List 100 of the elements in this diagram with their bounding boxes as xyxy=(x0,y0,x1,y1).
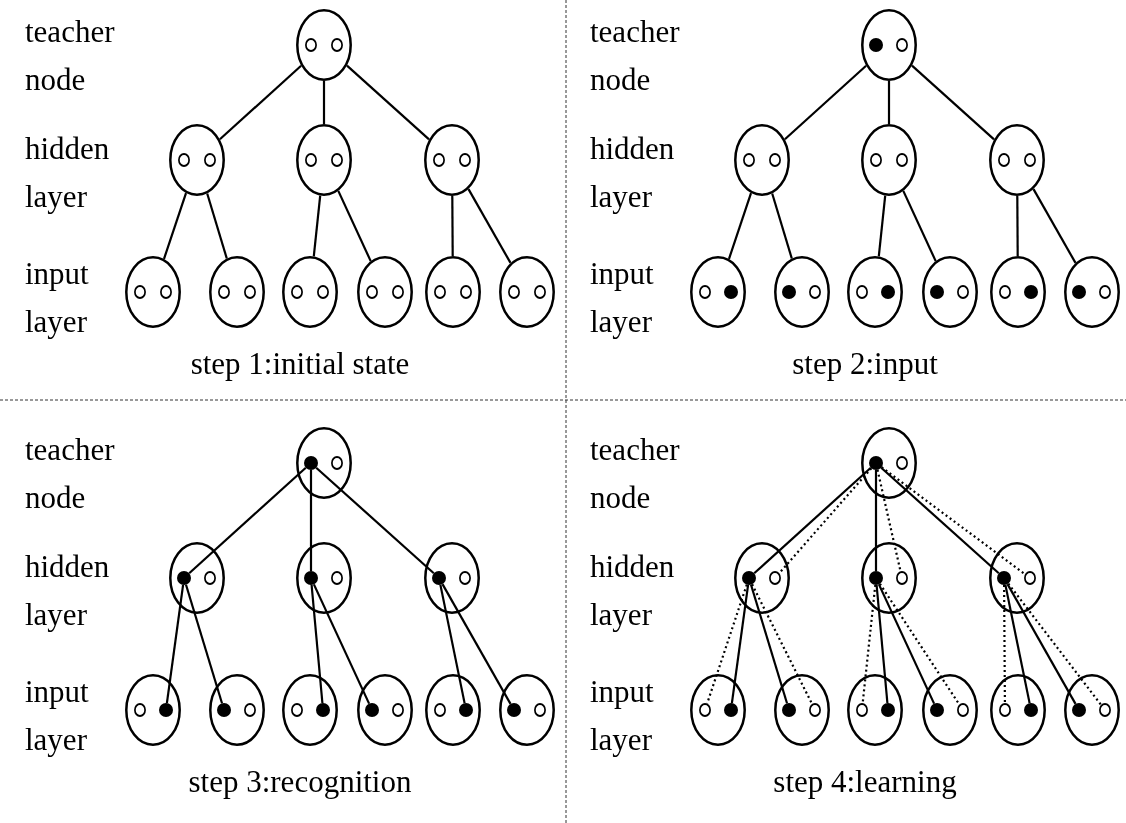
unit-ellipse xyxy=(1064,256,1120,328)
empty-circle xyxy=(134,703,146,717)
unit-ellipse xyxy=(990,256,1046,328)
filled-dot xyxy=(177,571,191,585)
filled-dot xyxy=(316,703,330,717)
empty-circle xyxy=(856,703,868,717)
empty-circle xyxy=(699,285,711,299)
dotted-line xyxy=(879,583,960,705)
filled-dot xyxy=(1072,285,1086,299)
unit-ellipse xyxy=(690,674,746,746)
empty-circle xyxy=(809,285,821,299)
filled-dot xyxy=(365,703,379,717)
unit-ellipse xyxy=(357,674,413,746)
empty-circle xyxy=(134,285,146,299)
layer-label: hidden layer xyxy=(25,548,111,634)
connection-line xyxy=(162,192,188,260)
unit-ellipse xyxy=(499,256,555,328)
empty-circle xyxy=(999,703,1011,717)
dotted-line xyxy=(861,584,877,704)
empty-circle xyxy=(434,285,446,299)
filled-dot xyxy=(881,285,895,299)
unit-ellipse xyxy=(282,674,338,746)
connection-line xyxy=(451,196,454,256)
unit-ellipse xyxy=(357,256,413,328)
connection-line xyxy=(346,64,430,141)
dotted-line xyxy=(1007,582,1102,706)
filled-dot xyxy=(742,571,756,585)
empty-circle xyxy=(291,703,303,717)
empty-circle xyxy=(392,285,404,299)
empty-circle xyxy=(305,38,317,52)
layer-label: teacher node xyxy=(590,431,681,517)
unit-ellipse xyxy=(125,256,181,328)
unit-ellipse xyxy=(425,674,481,746)
filled-dot xyxy=(304,571,318,585)
empty-circle xyxy=(434,703,446,717)
unit-ellipse xyxy=(847,256,903,328)
connection-line xyxy=(310,584,324,704)
layer-label: hidden layer xyxy=(25,130,111,216)
empty-circle xyxy=(699,703,711,717)
unit-ellipse xyxy=(296,427,352,499)
unit-ellipse xyxy=(861,124,917,196)
unit-ellipse xyxy=(296,542,352,614)
filled-dot xyxy=(507,703,521,717)
unit-ellipse xyxy=(861,9,917,81)
connection-line xyxy=(439,584,466,704)
empty-circle xyxy=(178,153,190,167)
connection-line xyxy=(877,195,887,257)
layer-label: input layer xyxy=(590,255,655,341)
empty-circle xyxy=(218,285,230,299)
empty-circle xyxy=(743,153,755,167)
step-caption: step 1:initial state xyxy=(189,345,411,383)
unit-ellipse xyxy=(296,9,352,81)
filled-dot xyxy=(724,703,738,717)
unit-ellipse xyxy=(922,674,978,746)
connection-line xyxy=(875,584,889,704)
filled-dot xyxy=(997,571,1011,585)
empty-circle xyxy=(366,285,378,299)
connection-line xyxy=(753,466,872,575)
dotted-line xyxy=(876,469,902,572)
empty-circle xyxy=(896,153,908,167)
dotted-line xyxy=(1003,585,1006,703)
unit-ellipse xyxy=(734,542,790,614)
connection-line xyxy=(902,190,937,262)
empty-circle xyxy=(896,456,908,470)
empty-circle xyxy=(1024,571,1036,585)
empty-circle xyxy=(204,153,216,167)
filled-dot xyxy=(1024,703,1038,717)
layer-label: teacher node xyxy=(25,431,116,517)
step-caption: step 4:learning xyxy=(772,763,958,801)
unit-ellipse xyxy=(209,256,265,328)
layer-label: input layer xyxy=(25,255,90,341)
connection-line xyxy=(874,470,878,571)
connection-line xyxy=(887,81,891,124)
empty-circle xyxy=(769,571,781,585)
empty-circle xyxy=(317,285,329,299)
empty-circle xyxy=(204,571,216,585)
step-caption: step 2:input xyxy=(791,345,939,383)
connection-line xyxy=(771,193,793,259)
connection-line xyxy=(206,193,228,259)
connection-line xyxy=(322,81,326,124)
unit-ellipse xyxy=(847,674,903,746)
layer-label: input layer xyxy=(590,673,655,759)
filled-dot xyxy=(159,703,173,717)
filled-dot xyxy=(930,285,944,299)
connection-line xyxy=(309,470,313,571)
connection-line xyxy=(749,584,789,704)
empty-circle xyxy=(508,285,520,299)
empty-circle xyxy=(896,38,908,52)
connection-line xyxy=(727,192,753,260)
empty-circle xyxy=(331,38,343,52)
empty-circle xyxy=(534,285,546,299)
filled-dot xyxy=(1072,703,1086,717)
connection-line xyxy=(188,466,307,575)
empty-circle xyxy=(305,153,317,167)
unit-ellipse xyxy=(990,674,1046,746)
filled-dot xyxy=(217,703,231,717)
empty-circle xyxy=(244,285,256,299)
filled-dot xyxy=(459,703,473,717)
unit-ellipse xyxy=(209,674,265,746)
empty-circle xyxy=(433,153,445,167)
